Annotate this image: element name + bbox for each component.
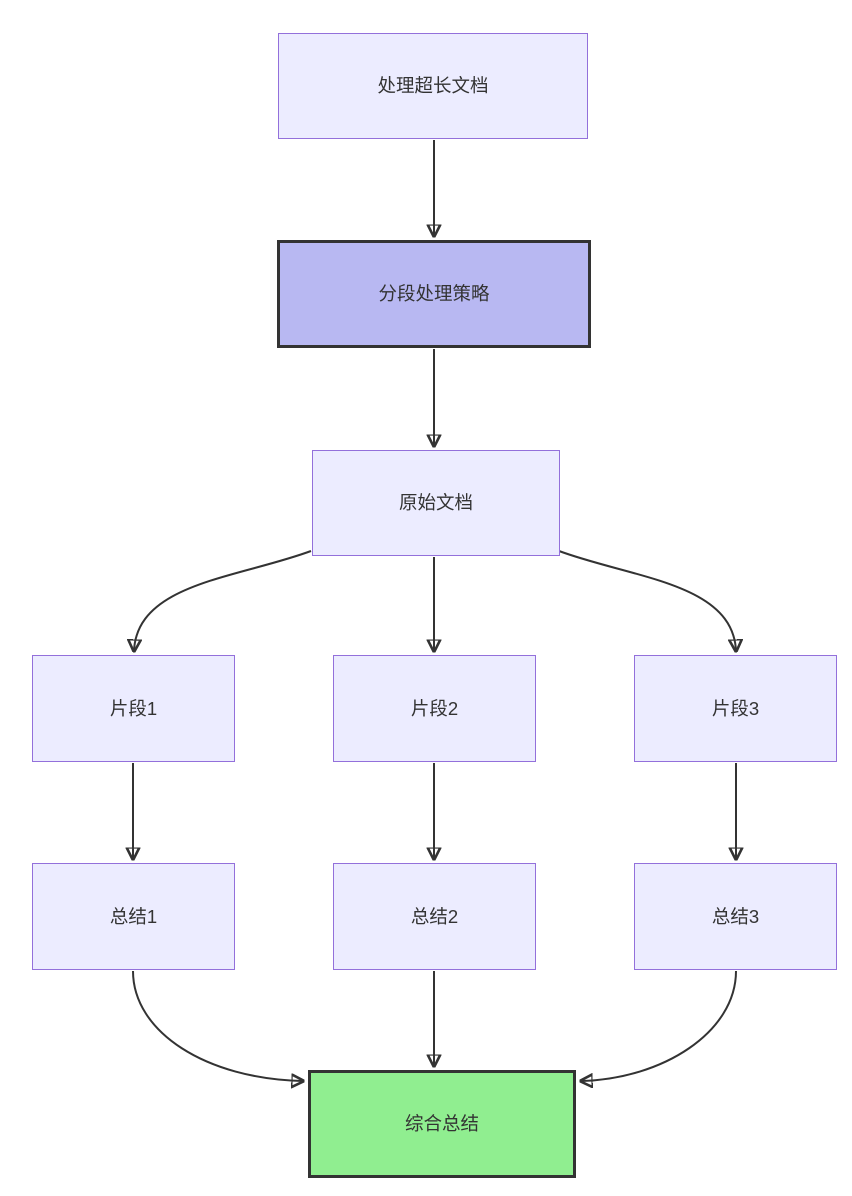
node-frag1: 片段1 (32, 655, 235, 762)
edge-sum1-final (132, 970, 303, 1081)
node-original: 原始文档 (312, 450, 560, 556)
edge-original-frag1 (134, 550, 312, 651)
node-final-label: 综合总结 (404, 1113, 479, 1135)
node-strategy-label: 分段处理策略 (378, 283, 490, 305)
node-frag1-label: 片段1 (109, 697, 158, 719)
node-sum2: 总结2 (333, 863, 536, 970)
edge-sum3-final (581, 970, 737, 1081)
node-final: 综合总结 (308, 1070, 576, 1178)
node-frag2: 片段2 (333, 655, 536, 762)
node-frag2-label: 片段2 (410, 697, 459, 719)
node-frag3: 片段3 (634, 655, 837, 762)
node-sum3-label: 总结3 (711, 905, 760, 927)
node-doc: 处理超长文档 (278, 33, 588, 139)
node-doc-label: 处理超长文档 (377, 75, 489, 97)
node-original-label: 原始文档 (398, 492, 473, 514)
node-sum1: 总结1 (32, 863, 235, 970)
node-frag3-label: 片段3 (711, 697, 760, 719)
node-sum3: 总结3 (634, 863, 837, 970)
edge-original-frag3 (558, 550, 736, 651)
node-sum2-label: 总结2 (410, 905, 459, 927)
node-sum1-label: 总结1 (109, 905, 158, 927)
node-strategy: 分段处理策略 (277, 240, 591, 348)
